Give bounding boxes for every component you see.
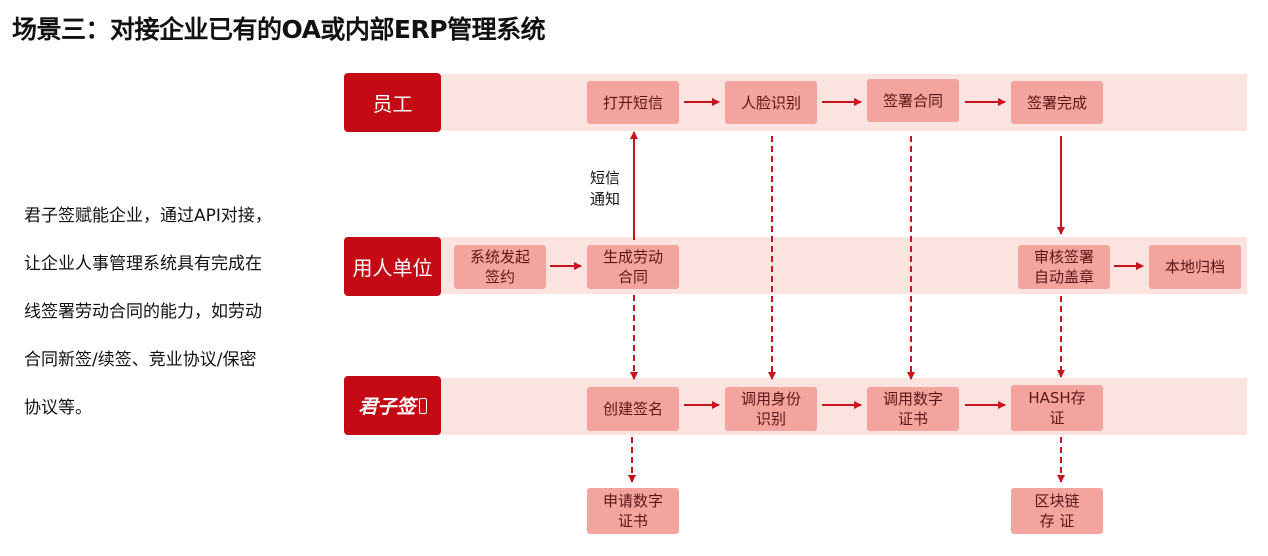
description-line: 线签署劳动合同的能力，如劳动 [24,302,262,322]
step-signing-complete: 签署完成 [1011,81,1103,124]
scenario-description: 君子签赋能企业，通过API对接， 让企业人事管理系统具有完成在 线签署劳动合同的… [24,192,324,432]
junzi-logo: 君子签 [344,376,441,435]
step-review-auto-seal: 审核签署 自动盖章 [1018,245,1110,289]
step-call-identity: 调用身份 识别 [725,387,817,431]
sms-notification-note: 短信 通知 [590,169,621,208]
description-line: 协议等。 [24,398,92,418]
description-line: 合同新签/续签、竞业协议/保密 [24,350,257,370]
step-local-archive: 本地归档 [1149,245,1241,289]
step-sign-contract: 签署合同 [867,79,959,122]
page-title: 场景三：对接企业已有的OA或内部ERP管理系统 [12,15,546,44]
logo-seal-icon [418,397,427,414]
description-line: 让企业人事管理系统具有完成在 [24,254,262,274]
lane-label-employer: 用人单位 [344,237,441,296]
step-generate-contract: 生成劳动 合同 [587,245,679,289]
step-open-sms: 打开短信 [587,81,679,124]
output-apply-certificate: 申请数字 证书 [587,488,679,534]
step-face-recognition: 人脸识别 [725,81,817,124]
step-hash-storage: HASH存 证 [1011,385,1103,431]
logo-text: 君子签 [358,396,416,418]
step-create-signature: 创建签名 [587,387,679,431]
lane-label-employee: 员工 [344,73,441,132]
step-system-initiate: 系统发起 签约 [454,245,546,289]
step-call-certificate: 调用数字 证书 [867,387,959,431]
description-line: 君子签赋能企业，通过API对接， [24,206,272,226]
output-blockchain-storage: 区块链 存 证 [1011,488,1103,534]
